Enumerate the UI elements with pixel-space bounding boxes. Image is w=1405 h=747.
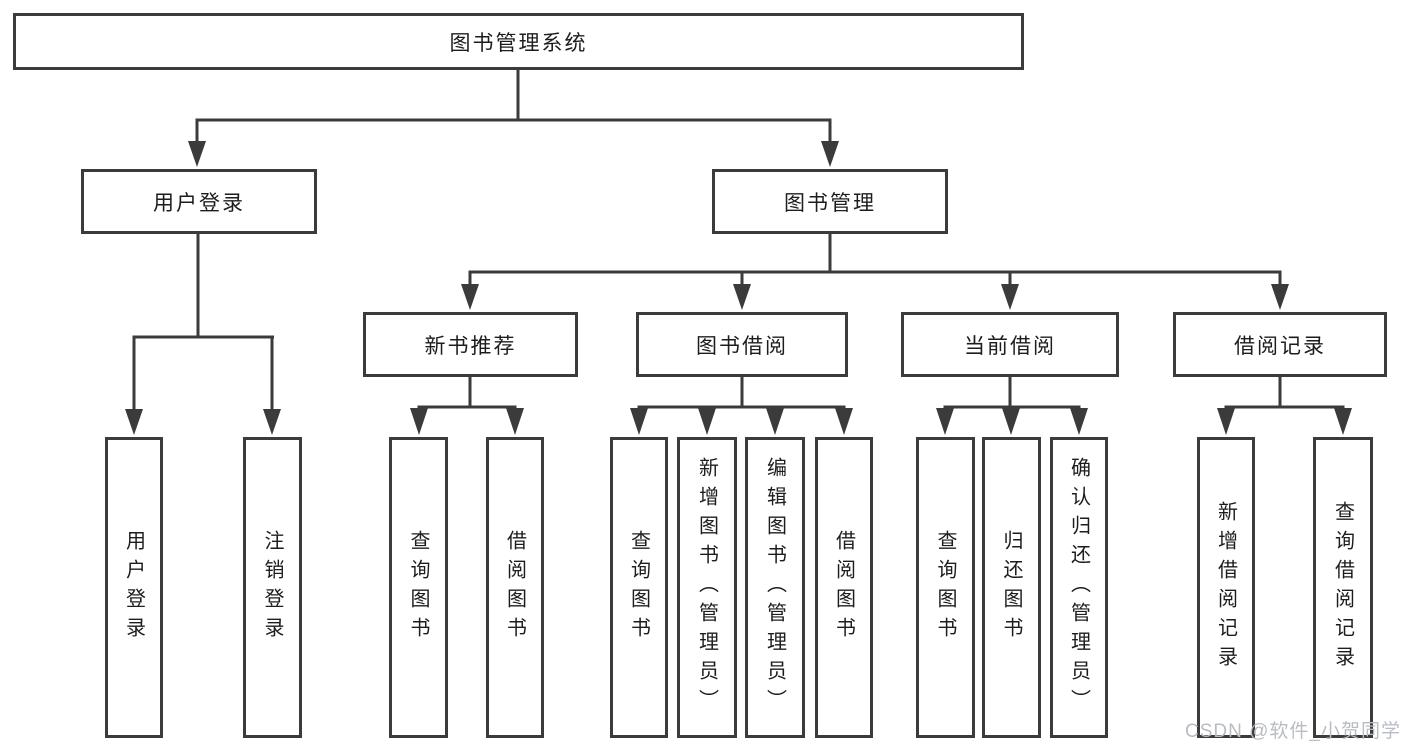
arrow-down-icon [821,141,839,167]
arrow-down-icon [125,409,143,435]
node-label: 查询借阅记录 [1331,500,1354,675]
node-label: 用户登录 [122,529,145,646]
node-label: 查询图书 [627,529,650,646]
connector-user-login-children [125,233,281,435]
node-current-borrowing: 当前借阅 [901,312,1119,377]
node-label: 借阅图书 [832,529,855,646]
node-query-books-recommend: 查询图书 [389,437,448,738]
node-return-books: 归还图书 [982,437,1041,738]
arrow-down-icon [506,408,524,435]
arrow-down-icon [936,408,954,435]
node-label: 查询图书 [934,529,956,646]
arrow-down-icon [410,408,428,435]
connector-borrowing-records-children [1217,377,1352,435]
node-label: 图书借阅 [696,334,788,358]
node-book-borrowing: 图书借阅 [636,312,848,377]
node-new-book-recommendation: 新书推荐 [363,312,578,377]
node-add-borrow-record: 新增借阅记录 [1197,437,1255,738]
arrow-down-icon [630,408,648,435]
node-label: 借阅图书 [503,529,526,646]
arrow-down-icon [1070,408,1088,435]
arrow-down-icon [1002,408,1020,435]
arrow-down-icon [188,141,206,167]
node-user-login: 用户登录 [81,169,317,234]
node-borrow-books-leaf: 借阅图书 [815,437,873,738]
connector-book-management-children [461,233,1289,310]
connector-book-borrowing-children [630,377,853,435]
node-book-management: 图书管理 [712,169,948,234]
arrow-down-icon [1271,284,1289,310]
node-label: 新增借阅记录 [1214,500,1237,675]
node-confirm-return-admin: 确认归还（管理员） [1050,437,1108,738]
node-label: 归还图书 [1000,529,1022,646]
watermark: CSDN @软件_小贺同学 [1185,721,1401,742]
arrow-down-icon [733,284,751,310]
node-label: 注销登录 [261,529,283,646]
arrow-down-icon [1001,284,1019,310]
node-borrowing-records: 借阅记录 [1173,312,1387,377]
arrow-down-icon [766,408,784,435]
connector-root-to-level2 [188,69,839,167]
node-user-login-leaf: 用户登录 [105,437,163,738]
node-label: 编辑图书（管理员） [763,457,786,718]
node-label: 用户登录 [153,191,245,215]
node-label: 图书管理系统 [449,31,588,55]
arrow-down-icon [835,408,853,435]
arrow-down-icon [1217,408,1235,435]
node-label: 新增图书（管理员） [695,457,718,718]
arrow-down-icon [698,408,716,435]
arrow-down-icon [1334,408,1352,435]
node-label: 借阅记录 [1234,334,1326,358]
connector-new-book-recommendation-children [410,377,524,435]
connector-current-borrowing-children [936,377,1088,435]
node-label: 图书管理 [784,191,876,215]
node-query-borrow-record: 查询借阅记录 [1313,437,1373,738]
node-label: 新书推荐 [424,334,517,358]
arrow-down-icon [461,284,479,310]
arrow-down-icon [263,409,281,435]
node-borrow-books-recommend: 借阅图书 [486,437,544,738]
node-add-books-admin: 新增图书（管理员） [677,437,737,738]
node-logout: 注销登录 [243,437,302,738]
node-label: 确认归还（管理员） [1067,457,1090,718]
node-label: 查询图书 [407,529,429,646]
node-query-books-borrowing: 查询图书 [610,437,668,738]
node-label: 当前借阅 [964,334,1056,358]
node-edit-books-admin: 编辑图书（管理员） [745,437,805,738]
node-library-management-system: 图书管理系统 [13,13,1024,70]
node-query-books-current: 查询图书 [916,437,975,738]
